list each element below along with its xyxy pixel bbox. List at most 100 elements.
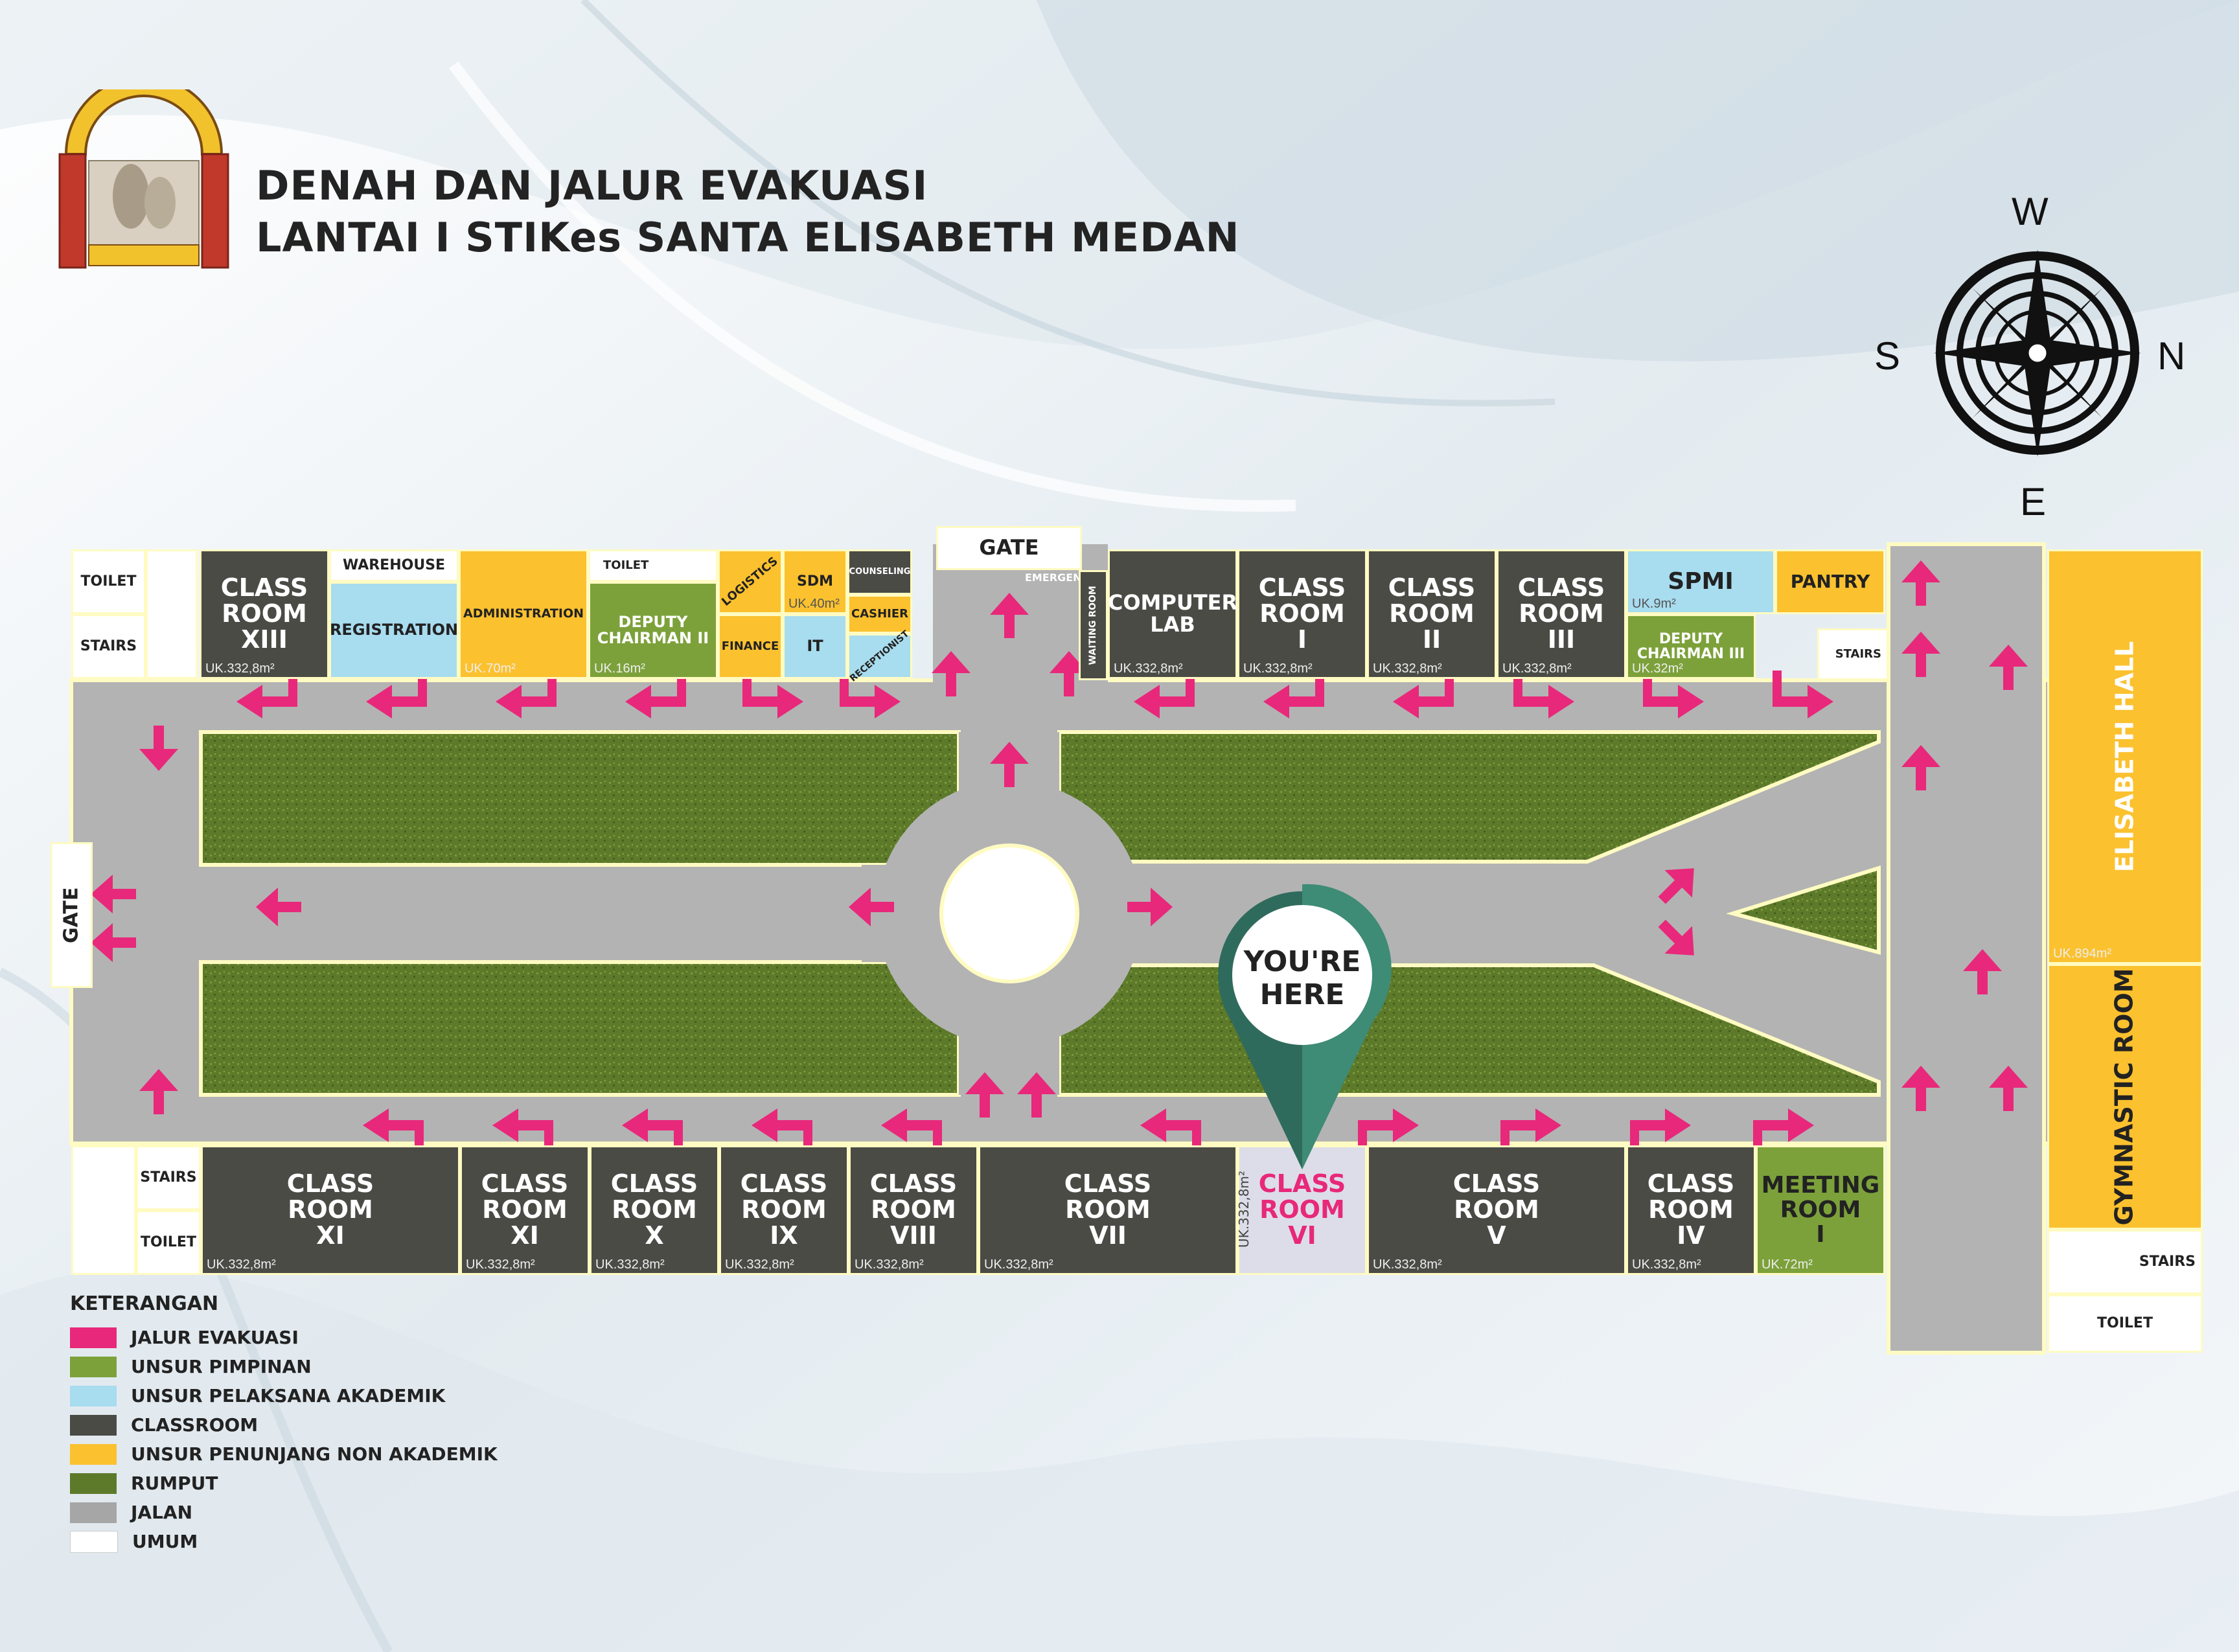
evacuation-arrow xyxy=(366,671,427,718)
evacuation-arrow xyxy=(1901,632,1940,677)
registration: REGISTRATION xyxy=(329,582,459,679)
evacuation-arrow xyxy=(625,671,686,718)
counseling: COUNSELING xyxy=(847,549,912,595)
legend-swatch xyxy=(70,1327,117,1348)
legend-item: UNSUR PELAKSANA AKADEMIK xyxy=(70,1381,498,1410)
legend-label: UNSUR PENUNJANG NON AKADEMIK xyxy=(131,1443,498,1465)
legend-item: JALAN xyxy=(70,1498,498,1527)
pantry: PANTRY xyxy=(1775,549,1885,614)
evacuation-arrow xyxy=(492,1108,553,1156)
legend-swatch xyxy=(70,1473,117,1494)
evacuation-arrow xyxy=(1658,868,1694,904)
legend-title: KETERANGAN xyxy=(70,1292,219,1315)
gymnastic-room: GYMNASTIC ROOM xyxy=(2047,964,2203,1230)
evacuation-arrow xyxy=(742,671,803,718)
legend-item: JALUR EVAKUASI xyxy=(70,1323,498,1352)
evacuation-arrow xyxy=(840,671,901,718)
compass-east-label: E xyxy=(2020,480,2047,523)
evacuation-arrow xyxy=(622,1108,683,1156)
evacuation-arrow xyxy=(932,651,970,696)
grass-plot-nw xyxy=(199,730,961,867)
compass-north-label: N xyxy=(2157,334,2186,378)
evacuation-arrow xyxy=(990,593,1029,638)
legend-label: UMUM xyxy=(132,1531,198,1552)
legend-swatch xyxy=(70,1502,117,1523)
evacuation-arrow xyxy=(236,671,297,718)
legend-label: CLASSROOM xyxy=(131,1414,258,1436)
evacuation-arrow xyxy=(990,742,1029,787)
evacuation-arrow xyxy=(1901,1066,1940,1111)
receptionist: RECEPTIONIST xyxy=(847,628,912,684)
compass-south-label: S xyxy=(1874,334,1901,378)
stairs-north-west-steps xyxy=(146,549,198,679)
legend-label: UNSUR PELAKSANA AKADEMIK xyxy=(131,1385,446,1406)
cashier: CASHIER xyxy=(847,595,912,634)
legend-label: JALUR EVAKUASI xyxy=(131,1327,299,1348)
legend-swatch xyxy=(70,1530,118,1553)
grass-plot-triangle xyxy=(1726,865,1881,955)
evacuation-arrow xyxy=(1643,671,1704,718)
evacuation-arrow xyxy=(1500,1108,1561,1156)
evacuation-arrow xyxy=(139,1069,178,1114)
legend-item: RUMPUT xyxy=(70,1469,498,1498)
evacuation-arrow xyxy=(363,1108,424,1156)
evacuation-arrow xyxy=(1393,671,1454,718)
evacuation-arrow xyxy=(1658,919,1694,956)
college-logo xyxy=(58,89,229,269)
legend-swatch xyxy=(70,1356,117,1377)
evacuation-arrow xyxy=(1513,671,1574,718)
evacuation-arrow xyxy=(752,1108,812,1156)
it-room: IT xyxy=(783,614,847,679)
toilet-north-west: TOILET xyxy=(71,549,146,614)
evacuation-arrow xyxy=(1630,1108,1691,1156)
legend: KETERANGAN JALUR EVAKUASI UNSUR PIMPINAN U… xyxy=(70,1292,498,1556)
evacuation-arrow xyxy=(1753,1108,1814,1156)
evacuation-arrow xyxy=(256,888,301,926)
evacuation-arrow xyxy=(1134,671,1195,718)
legend-item: UMUM xyxy=(70,1527,498,1556)
grass-plot-sw xyxy=(199,960,961,1097)
legend-label: JALAN xyxy=(131,1502,193,1523)
map-title-line-1: DENAH DAN JALUR EVAKUASI xyxy=(256,162,928,209)
you-are-here-label: YOU'RE HERE xyxy=(1243,945,1361,1011)
east-road xyxy=(1887,542,2046,1355)
toilet-south-east: TOILET xyxy=(2047,1294,2203,1353)
legend-swatch xyxy=(70,1385,117,1406)
evacuation-arrow xyxy=(1127,888,1173,926)
legend-item: UNSUR PENUNJANG NON AKADEMIK xyxy=(70,1440,498,1469)
gate-west[interactable]: GATE xyxy=(51,842,93,988)
evacuation-arrow xyxy=(1017,1072,1056,1118)
evacuation-arrow xyxy=(1263,671,1324,718)
stairs-north-west: STAIRS xyxy=(71,614,146,679)
toilet-deputy: TOILET xyxy=(588,549,718,582)
evacuation-arrow xyxy=(91,875,136,913)
legend-swatch xyxy=(70,1443,117,1465)
evacuation-arrow xyxy=(881,1108,942,1156)
waiting-room: WAITING ROOM xyxy=(1079,570,1108,680)
map-title-line-2: LANTAI I STIKes SANTA ELISABETH MEDAN xyxy=(256,214,1240,261)
gate-north[interactable]: GATE xyxy=(936,526,1082,570)
evacuation-arrow xyxy=(1901,745,1940,790)
stairs-south-west: STAIRS xyxy=(136,1145,201,1210)
legend-label: UNSUR PIMPINAN xyxy=(131,1356,312,1377)
warehouse: WAREHOUSE xyxy=(329,549,459,582)
evacuation-arrow xyxy=(849,888,894,926)
evacuation-arrow xyxy=(965,1072,1004,1118)
legend-item: UNSUR PIMPINAN xyxy=(70,1352,498,1381)
